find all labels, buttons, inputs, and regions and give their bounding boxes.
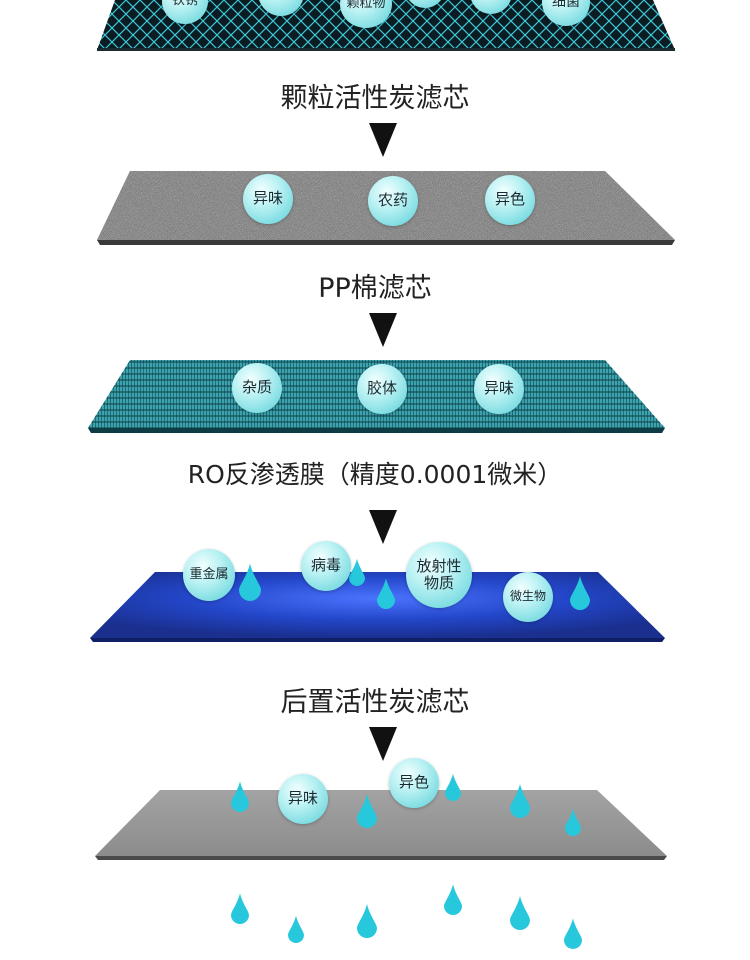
- water-drop-icon: [510, 896, 530, 930]
- contaminant-bubble-blank: [405, 0, 445, 8]
- contaminant-bubble: 杂质: [232, 363, 282, 413]
- water-drop-icon: [357, 904, 377, 938]
- stage-label-ro-membrane: RO反渗透膜（精度0.0001微米）: [187, 460, 563, 489]
- stage-label-post-carbon: 后置活性炭滤芯: [280, 687, 470, 718]
- contaminant-bubble: 微生物: [503, 572, 553, 622]
- water-drop-icon: [444, 884, 462, 915]
- arrow-down-icon: [369, 123, 397, 157]
- water-drop-icon: [377, 578, 395, 609]
- post-carbon-layer: [95, 790, 667, 860]
- water-drop-icon: [231, 781, 249, 812]
- contaminant-bubble: 异色: [485, 175, 535, 225]
- contaminant-bubble: 放射性物质: [406, 542, 472, 608]
- stage-label-pp-cotton: PP棉滤芯: [318, 273, 432, 304]
- water-drop-icon: [239, 563, 261, 601]
- water-drop-icon: [349, 558, 365, 586]
- contaminant-bubble: 异味: [243, 174, 293, 224]
- arrow-down-icon: [369, 510, 397, 544]
- mesh-layer-edge: [97, 48, 675, 51]
- water-drop-icon: [231, 893, 249, 924]
- water-drop-icon: [510, 784, 530, 818]
- water-drop-icon: [445, 773, 461, 801]
- water-drop-icon: [570, 576, 590, 610]
- stage-label-granular-carbon: 颗粒活性炭滤芯: [280, 83, 470, 114]
- mesh-layer: [97, 0, 675, 50]
- arrow-down-icon: [369, 727, 397, 761]
- contaminant-bubble: 重金属: [183, 549, 235, 601]
- water-drop-icon: [565, 808, 581, 836]
- water-drop-icon: [288, 915, 304, 943]
- contaminant-bubble: 异色: [389, 758, 439, 808]
- contaminant-bubble: 农药: [368, 176, 418, 226]
- contaminant-bubble-blank: [470, 0, 512, 14]
- contaminant-bubble-blank: [258, 0, 304, 16]
- contaminant-bubble: 异味: [278, 774, 328, 824]
- water-drops: [231, 558, 590, 949]
- contaminant-bubble: 异味: [474, 364, 524, 414]
- arrow-down-icon: [369, 313, 397, 347]
- water-drop-icon: [357, 794, 377, 828]
- contaminant-bubble: 病毒: [301, 541, 351, 591]
- contaminant-bubble: 胶体: [357, 364, 407, 414]
- water-drop-icon: [564, 918, 582, 949]
